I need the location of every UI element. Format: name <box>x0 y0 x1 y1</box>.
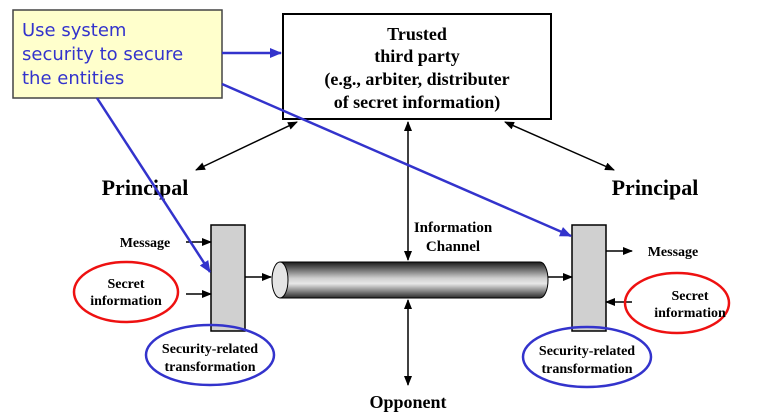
callout-box <box>12 9 223 99</box>
right-secret-line-2: information <box>654 306 726 321</box>
right-secret-information: Secret information <box>623 271 731 335</box>
callout-to-left-box-arrow <box>95 97 212 273</box>
right-secret-ellipse <box>623 271 731 335</box>
left-transformation-line-2: transformation <box>165 360 256 375</box>
trusted-party-line-3: (e.g., arbiter, distributer <box>324 69 509 90</box>
right-security-transformation: Security-related transformation <box>521 325 653 389</box>
callout-line-2: security to secure <box>22 44 183 65</box>
left-security-transformation: Security-related transformation <box>144 323 276 387</box>
trusted-party-box <box>282 13 552 120</box>
right-transformation-ellipse <box>521 325 653 389</box>
channel-label-line-2: Channel <box>426 239 480 255</box>
trusted-party-line-2: third party <box>374 46 460 66</box>
information-channel-cylinder <box>271 261 549 299</box>
trusted-party-line-1: Trusted <box>387 24 447 44</box>
left-transformation-ellipse <box>144 323 276 387</box>
left-message-label: Message <box>120 236 171 251</box>
right-message-label: Message <box>648 245 699 260</box>
left-principal-label: Principal <box>102 175 189 200</box>
right-secret-line-1: Secret <box>671 289 708 304</box>
left-secret-ellipse <box>72 260 180 324</box>
left-secret-information: Secret information <box>72 260 180 324</box>
right-transformation-box <box>571 224 607 332</box>
left-transformation-box <box>210 224 246 332</box>
trusted-party-line-4: of secret information) <box>334 92 501 113</box>
trusted-third-party: Trusted third party (e.g., arbiter, dist… <box>282 13 552 120</box>
callout-to-right-box-arrow <box>221 82 572 238</box>
callout-line-1: Use system <box>22 20 126 41</box>
right-transformation-line-1: Security-related <box>539 344 635 359</box>
left-secret-line-2: information <box>90 294 162 309</box>
trusted-to-right-principal-arrow <box>504 121 615 171</box>
opponent-label: Opponent <box>369 392 446 412</box>
right-transformation-line-2: transformation <box>542 362 633 377</box>
left-transformation-line-1: Security-related <box>162 342 258 357</box>
left-secret-line-1: Secret <box>107 277 144 292</box>
right-principal-label: Principal <box>612 175 699 200</box>
channel-label-line-1: Information <box>414 220 493 236</box>
callout-line-3: the entities <box>22 68 124 89</box>
callout-note: Use system security to secure the entiti… <box>12 9 223 99</box>
trusted-to-left-principal-arrow <box>195 121 298 171</box>
